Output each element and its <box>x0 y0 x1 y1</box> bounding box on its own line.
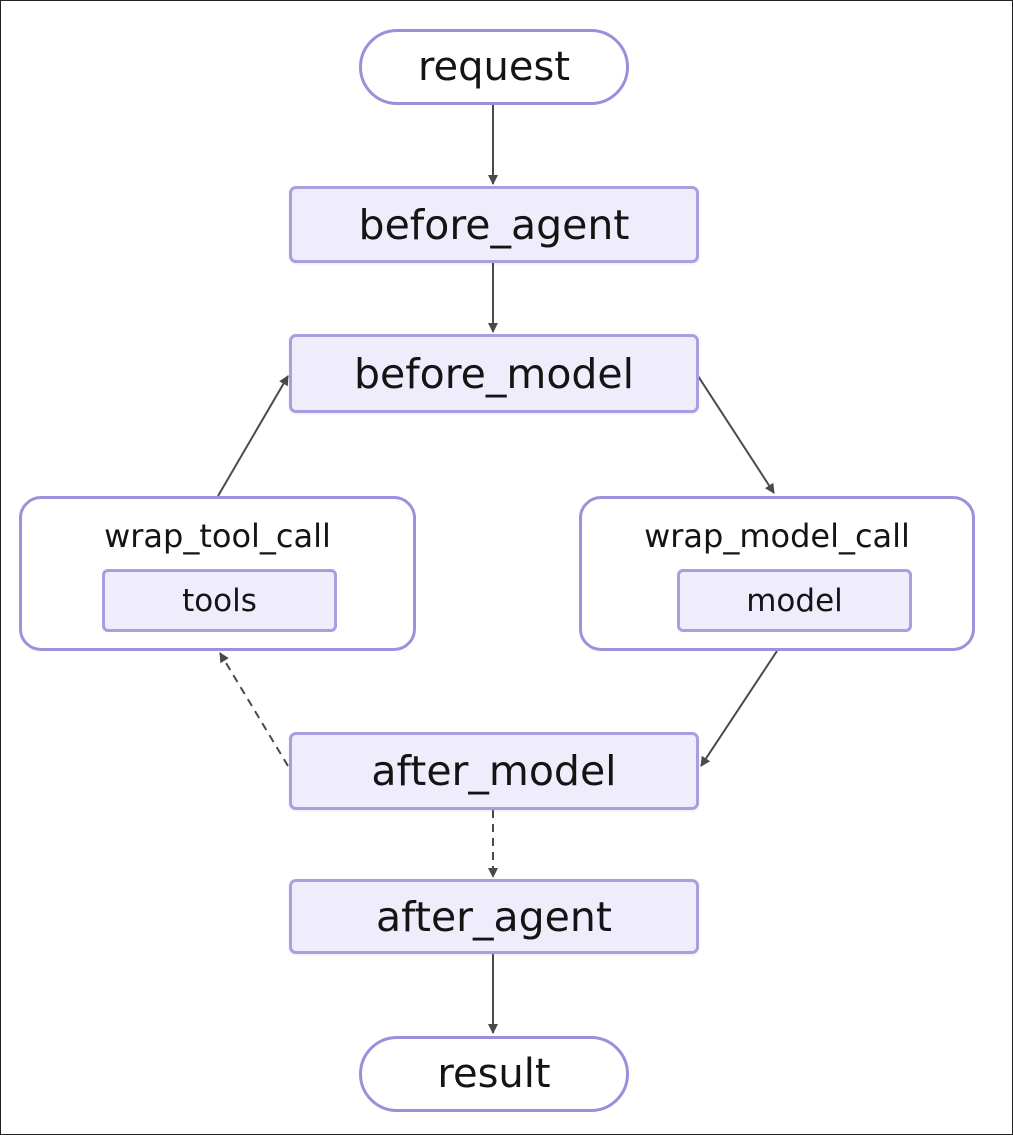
before-agent-label: before_agent <box>358 200 630 249</box>
result-label: result <box>437 1051 551 1097</box>
tools-label: tools <box>182 582 257 619</box>
after-agent-node: after_agent <box>289 879 699 954</box>
request-label: request <box>417 44 571 90</box>
wrap-model-call-label: wrap_model_call <box>644 517 910 555</box>
after-model-label: after_model <box>371 747 617 795</box>
after-model-node: after_model <box>289 732 699 810</box>
wrap-tool-call-label: wrap_tool_call <box>104 517 331 555</box>
wrap-model-call-node: wrap_model_call model <box>579 496 975 651</box>
model-label: model <box>746 582 843 619</box>
request-node: request <box>359 29 629 105</box>
before-agent-node: before_agent <box>289 186 699 263</box>
after-agent-label: after_agent <box>376 892 612 941</box>
model-node: model <box>677 569 912 632</box>
before-model-node: before_model <box>289 334 699 413</box>
edge-after-model-to-wrap-tool-call <box>219 652 289 767</box>
result-node: result <box>359 1036 629 1112</box>
edge-wrap-model-call-to-after-model <box>700 650 778 767</box>
edge-before-model-to-wrap-model-call <box>697 375 775 494</box>
tools-node: tools <box>102 569 337 632</box>
wrap-tool-call-node: wrap_tool_call tools <box>19 496 416 651</box>
edge-wrap-tool-call-to-before-model <box>217 375 289 497</box>
before-model-label: before_model <box>353 349 635 398</box>
